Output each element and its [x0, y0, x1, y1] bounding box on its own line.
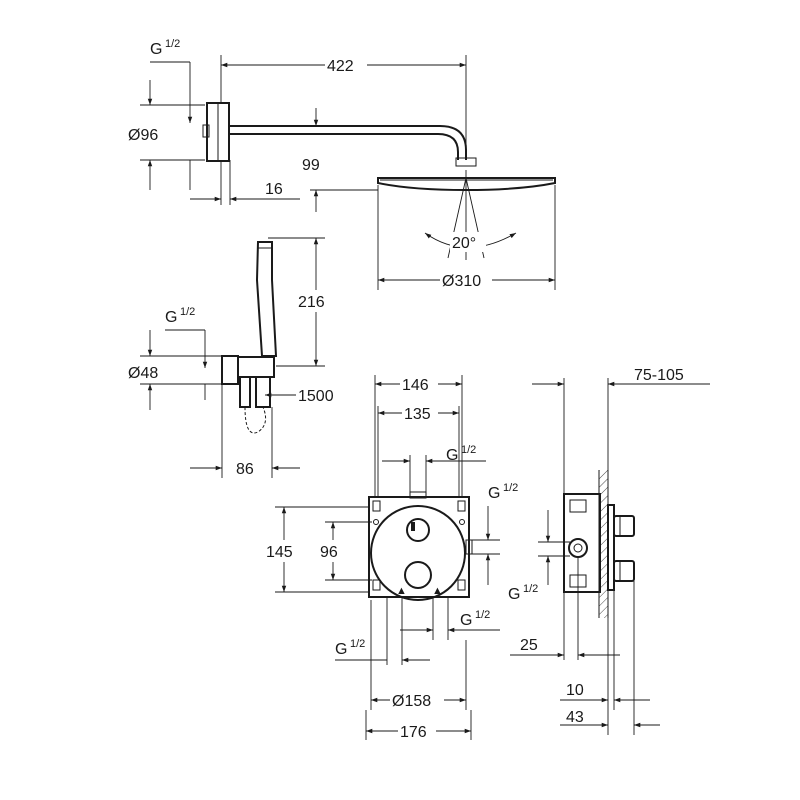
svg-text:G: G — [508, 586, 520, 603]
dim-96: 96 — [318, 521, 372, 581]
hand-shower — [255, 241, 278, 357]
dim-box-top-thread: G 1/2 — [382, 444, 486, 492]
dim-head-diameter: Ø310 — [377, 185, 556, 290]
svg-text:1/2: 1/2 — [503, 482, 518, 494]
valve-box-front: ▲ ▲ — [368, 491, 473, 601]
svg-text:1/2: 1/2 — [475, 609, 490, 621]
thermostat-handle — [406, 518, 430, 542]
dim-elbow-diameter: Ø48 — [128, 330, 222, 410]
svg-text:▲: ▲ — [396, 585, 407, 597]
dim-plate-diameter: Ø158 — [370, 600, 467, 710]
svg-text:G: G — [460, 612, 472, 629]
cover-plate — [370, 505, 466, 601]
dim-145: 145 — [264, 506, 369, 593]
shower-arm — [229, 125, 467, 160]
dim-422: 422 — [220, 55, 467, 158]
svg-text:75-105: 75-105 — [634, 367, 684, 384]
dim-10: 10 — [560, 590, 650, 735]
handle-side-top — [613, 515, 635, 537]
dim-16: 16 — [190, 160, 300, 205]
svg-text:43: 43 — [566, 709, 584, 726]
dim-flange-diameter: Ø96 — [128, 80, 205, 190]
svg-text:Ø96: Ø96 — [128, 127, 158, 144]
dim-box-bottom-left-thread: G 1/2 — [335, 597, 430, 665]
dim-1500: 1500 — [265, 388, 334, 405]
svg-text:25: 25 — [520, 637, 538, 654]
dim-86: 86 — [190, 384, 300, 478]
svg-text:86: 86 — [236, 461, 254, 478]
dim-216: 216 — [268, 237, 336, 367]
dim-146: 146 — [374, 374, 463, 497]
installation-box — [368, 496, 470, 598]
svg-text:▲: ▲ — [432, 585, 443, 597]
svg-text:135: 135 — [404, 406, 431, 423]
svg-text:G: G — [150, 41, 162, 58]
dim-side-thread: G 1/2 — [508, 510, 570, 603]
dim-75-105: 75-105 — [532, 367, 710, 494]
dim-25: 25 — [510, 557, 620, 660]
dim-135: 135 — [377, 403, 460, 497]
svg-text:Ø310: Ø310 — [442, 273, 481, 290]
svg-text:Ø48: Ø48 — [128, 365, 158, 382]
dim-422-label: 422 — [327, 58, 354, 75]
svg-text:10: 10 — [566, 682, 584, 699]
hose — [244, 406, 267, 434]
dim-box-bottom-right-thread: G 1/2 — [400, 597, 500, 640]
box-side — [563, 493, 601, 593]
dim-elbow-thread: G 1/2 — [165, 306, 208, 368]
svg-text:G: G — [335, 641, 347, 658]
dim-176: 176 — [365, 710, 472, 741]
svg-text:1/2: 1/2 — [461, 444, 476, 456]
svg-text:Ø158: Ø158 — [392, 693, 431, 710]
svg-text:G: G — [165, 309, 177, 326]
svg-text:145: 145 — [266, 544, 293, 561]
dim-99: 99 — [302, 108, 378, 212]
dim-box-side-thread: G 1/2 — [472, 482, 518, 585]
svg-text:176: 176 — [400, 724, 427, 741]
svg-text:20°: 20° — [452, 235, 476, 252]
svg-text:1/2: 1/2 — [165, 38, 180, 50]
svg-text:146: 146 — [402, 377, 429, 394]
svg-text:G: G — [488, 485, 500, 502]
wall-section — [599, 470, 608, 618]
svg-text:1/2: 1/2 — [523, 583, 538, 595]
svg-text:96: 96 — [320, 544, 338, 561]
svg-text:216: 216 — [298, 294, 325, 311]
svg-text:1/2: 1/2 — [350, 638, 365, 650]
svg-text:99: 99 — [302, 157, 320, 174]
shower-arm-assembly — [202, 102, 556, 192]
plate-side — [607, 504, 615, 591]
svg-text:16: 16 — [265, 181, 283, 198]
svg-text:G: G — [446, 447, 458, 464]
svg-text:1/2: 1/2 — [180, 306, 195, 318]
dim-angle: 20° — [424, 170, 517, 260]
dim-arm-thread: G 1/2 — [150, 38, 193, 123]
flow-handle — [404, 561, 432, 589]
svg-text:1500: 1500 — [298, 388, 334, 405]
handle-side-bottom — [613, 560, 635, 582]
valve-box-side — [563, 470, 635, 618]
dim-43: 43 — [560, 581, 660, 735]
hand-shower-assembly — [221, 241, 278, 434]
wall-elbow — [221, 355, 239, 385]
